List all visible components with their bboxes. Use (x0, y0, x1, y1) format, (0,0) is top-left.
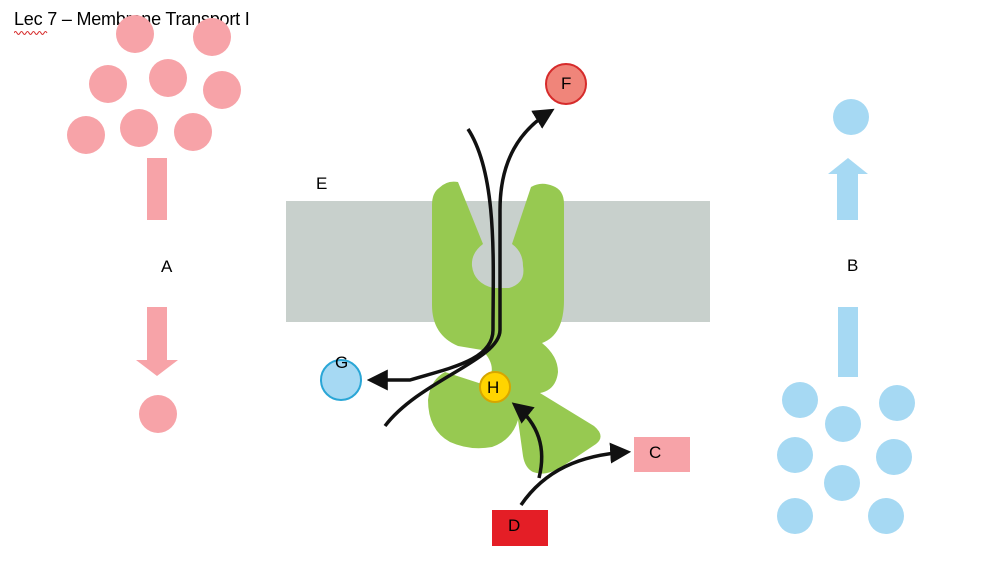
label-g: G (335, 353, 349, 372)
spellcheck-underline (14, 31, 48, 35)
blue-particle (879, 385, 915, 421)
pink-particle (149, 59, 187, 97)
blue-particle (824, 465, 860, 501)
pink-particle (89, 65, 127, 103)
pathway-arrow-f (383, 108, 555, 428)
label-a: A (161, 257, 173, 276)
pathway-arrow-c (519, 442, 632, 506)
particle-f (545, 63, 587, 105)
pink-particle (67, 116, 105, 154)
transport-protein (428, 181, 601, 474)
particle-g (320, 359, 362, 401)
blue-particle (777, 498, 813, 534)
blue-particle (868, 498, 904, 534)
blue-arrow-shaft (838, 307, 858, 377)
pink-down-arrow (136, 307, 178, 376)
label-f: F (561, 74, 572, 93)
label-d: D (508, 516, 521, 535)
blue-particle (876, 439, 912, 475)
pink-arrow-shaft (147, 158, 167, 220)
pink-particle-cluster (67, 15, 241, 154)
blue-up-arrow (828, 158, 868, 220)
blue-particle-cluster (777, 382, 915, 534)
particle-h (479, 371, 511, 403)
blue-particle (777, 437, 813, 473)
blue-particle (825, 406, 861, 442)
blue-particle (782, 382, 818, 418)
label-e: E (316, 174, 328, 193)
pink-particle (120, 109, 158, 147)
pathway-arrow-h (511, 402, 544, 479)
box-d (492, 510, 548, 546)
pink-particle (193, 18, 231, 56)
pink-particle (203, 71, 241, 109)
pink-particle (174, 113, 212, 151)
label-h: H (487, 378, 500, 397)
label-c: C (649, 443, 662, 462)
label-b: B (847, 256, 859, 275)
pink-particle-single (139, 395, 177, 433)
pink-particle (116, 15, 154, 53)
box-c (634, 437, 690, 472)
pathway-arrow-g (366, 128, 496, 391)
blue-particle-single (833, 99, 869, 135)
